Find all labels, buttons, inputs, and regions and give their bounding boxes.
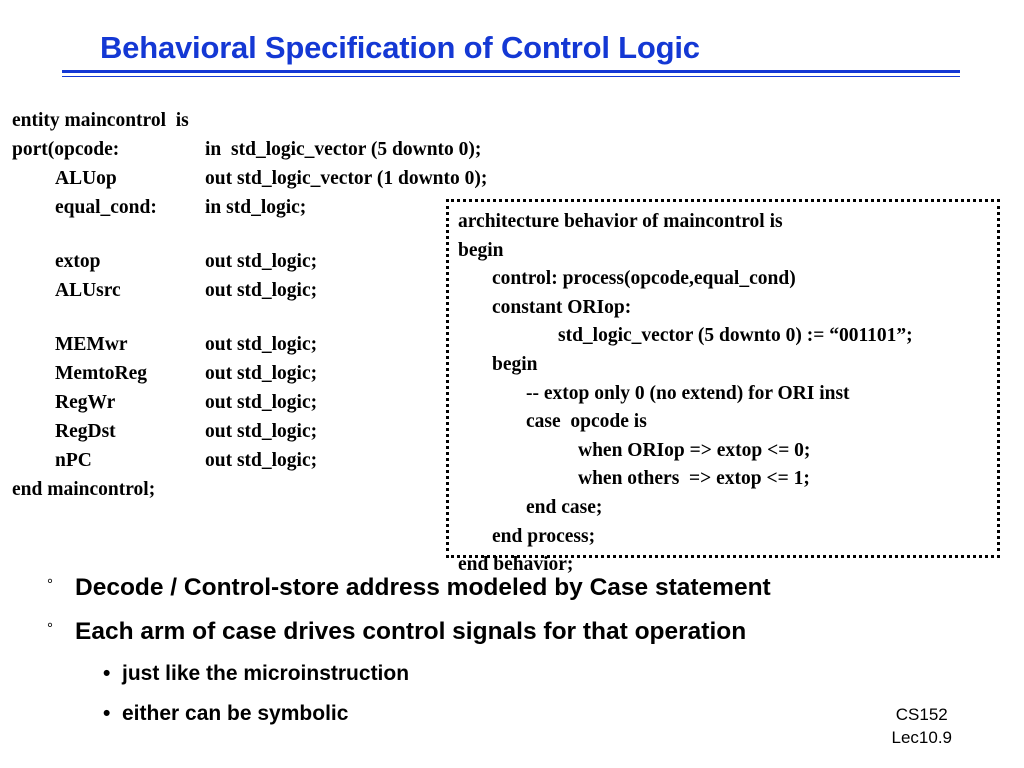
entity-port-name: port(opcode: xyxy=(12,139,120,160)
bullet-text: Each arm of case drives control signals … xyxy=(75,618,747,645)
entity-port-type: out std_logic; xyxy=(205,280,318,301)
entity-code-line: entity maincontrol is xyxy=(12,106,442,135)
entity-code-line: MEMwr out std_logic; xyxy=(12,330,442,359)
slide-footer: CS152 Lec10.9 xyxy=(892,703,953,749)
architecture-code-line: begin xyxy=(492,353,538,375)
architecture-code-line: end behavior; xyxy=(458,554,574,576)
bullet-text: either can be symbolic xyxy=(122,702,349,725)
bullet-text: Decode / Control-store address modeled b… xyxy=(75,574,771,601)
entity-code-line: extop out std_logic; xyxy=(12,247,442,276)
entity-port-type: in std_logic; xyxy=(205,197,307,218)
architecture-code-line: -- extop only 0 (no extend) for ORI inst xyxy=(526,382,850,404)
entity-port-type: in std_logic_vector (5 downto 0); xyxy=(205,139,482,160)
architecture-code-line: control: process(opcode,equal_cond) xyxy=(492,268,796,290)
entity-code-line: RegWr out std_logic; xyxy=(12,388,442,417)
entity-port-name: RegWr xyxy=(55,392,116,413)
entity-code-line: port(opcode: in std_logic_vector (5 downt… xyxy=(12,135,481,164)
slide-header: Behavioral Specification of Control Logi… xyxy=(0,30,1024,82)
entity-code-line xyxy=(12,305,442,330)
architecture-code-line: when others => extop <= 1; xyxy=(578,468,810,490)
title-underline-thick xyxy=(62,70,960,73)
architecture-code-lines: architecture behavior of maincontrol is b… xyxy=(458,208,913,580)
entity-port-name: entity maincontrol is xyxy=(12,110,189,131)
entity-port-name: RegDst xyxy=(55,421,116,442)
bullet-item-level1: ° Each arm of case drives control signals… xyxy=(0,610,1024,654)
ring-bullet-icon: ° xyxy=(47,576,53,593)
entity-port-name: MemtoReg xyxy=(55,363,148,384)
entity-code-line: MemtoReg out std_logic; xyxy=(12,359,442,388)
dot-bullet-icon: • xyxy=(103,662,111,685)
ring-bullet-icon: ° xyxy=(47,620,53,637)
entity-port-name: MEMwr xyxy=(55,334,128,355)
footer-lecture: Lec10.9 xyxy=(891,728,953,747)
entity-port-type: out std_logic; xyxy=(205,334,318,355)
entity-port-name: extop xyxy=(55,251,101,272)
entity-port-type: out std_logic; xyxy=(205,450,318,471)
entity-code-block: entity maincontrol is port(opcode: in std_… xyxy=(12,106,487,504)
page-title: Behavioral Specification of Control Logi… xyxy=(100,30,700,65)
architecture-code-box: architecture behavior of maincontrol is b… xyxy=(446,199,1000,575)
entity-port-type: out std_logic; xyxy=(205,421,318,442)
entity-code-line: nPC out std_logic; xyxy=(12,446,442,475)
entity-port-name: nPC xyxy=(55,450,92,471)
architecture-code-line: when ORIop => extop <= 0; xyxy=(578,439,811,461)
entity-port-type: out std_logic; xyxy=(205,363,318,384)
bullet-text: just like the microinstruction xyxy=(122,662,410,685)
entity-code-line: ALUop out std_logic_vector (1 downto 0); xyxy=(12,164,487,193)
architecture-code-line: case opcode is xyxy=(526,411,647,433)
entity-port-name: ALUsrc xyxy=(55,280,121,301)
architecture-code-line: architecture behavior of maincontrol is xyxy=(458,211,783,232)
entity-code-line: equal_cond: in std_logic; xyxy=(12,193,442,222)
entity-code-line: ALUsrc out std_logic; xyxy=(12,276,442,305)
entity-port-name: ALUop xyxy=(55,168,117,189)
title-underline-thin xyxy=(62,76,960,77)
entity-port-name: end maincontrol; xyxy=(12,479,156,500)
footer-course: CS152 xyxy=(895,705,948,724)
bullet-item-level1: ° Decode / Control-store address modeled … xyxy=(0,566,1024,610)
bullet-list: ° Decode / Control-store address modeled … xyxy=(0,566,1024,734)
entity-port-name: equal_cond: xyxy=(55,197,157,218)
entity-code-line: end maincontrol; xyxy=(12,475,442,504)
bullet-item-level2: • just like the microinstruction xyxy=(0,654,1024,694)
entity-port-type: out std_logic; xyxy=(205,392,318,413)
entity-code-line: RegDst out std_logic; xyxy=(12,417,442,446)
entity-code-line xyxy=(12,222,442,247)
architecture-code-line: end case; xyxy=(526,496,603,518)
entity-port-type: out std_logic; xyxy=(205,251,318,272)
entity-port-type: out std_logic_vector (1 downto 0); xyxy=(205,168,488,189)
architecture-code-line: constant ORIop: xyxy=(492,296,632,318)
architecture-code-line: begin xyxy=(458,239,504,261)
dot-bullet-icon: • xyxy=(103,702,111,725)
architecture-code-line: end process; xyxy=(492,525,596,547)
bullet-item-level2: • either can be symbolic xyxy=(0,694,1024,734)
architecture-code-line: std_logic_vector (5 downto 0) := “001101… xyxy=(558,325,913,347)
